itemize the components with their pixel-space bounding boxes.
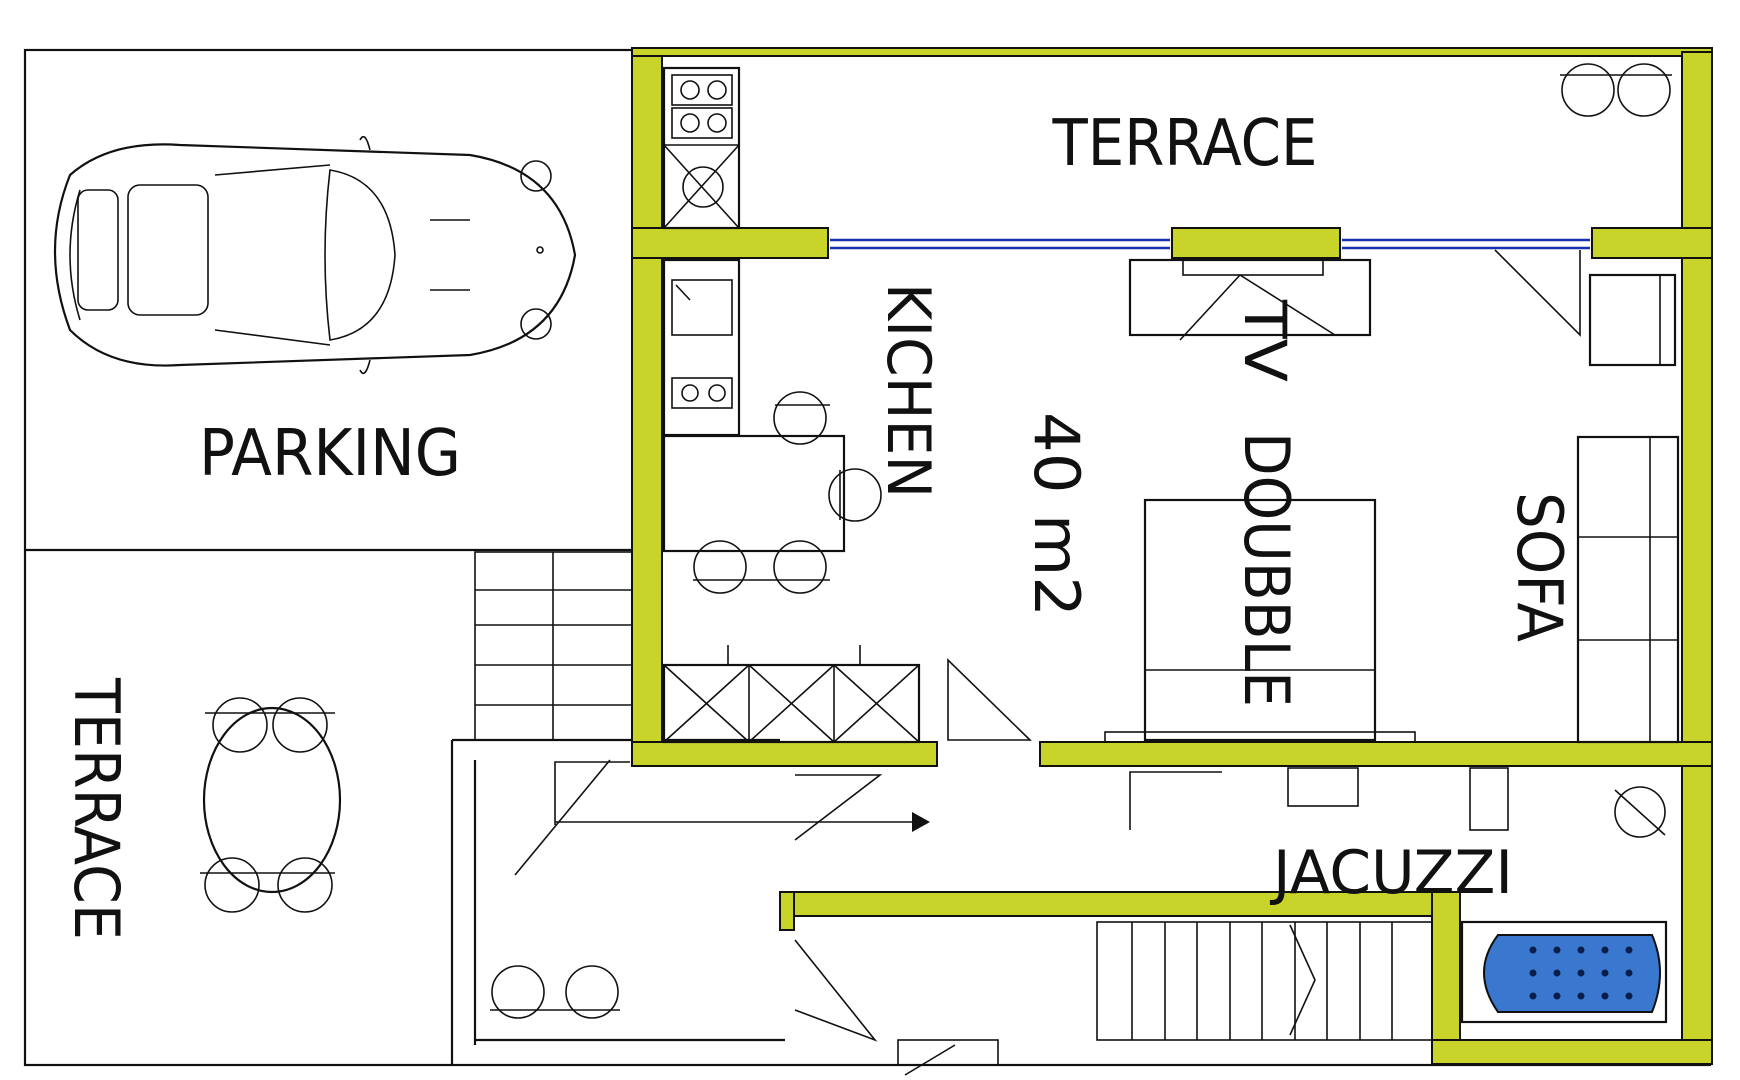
label-kitchen: KICHEN <box>873 283 943 498</box>
stove-icon <box>662 66 741 230</box>
sink-icon <box>662 258 741 437</box>
label-terrace-top: TERRACE <box>1052 107 1318 181</box>
label-tv: TV <box>1231 299 1299 382</box>
label-terrace-left: TERRACE <box>60 677 133 940</box>
kitchen-cabinets <box>662 645 921 744</box>
jacuzzi-icon <box>1460 920 1668 1024</box>
doors <box>514 249 1581 1042</box>
car-icon <box>53 135 577 375</box>
chairs-icon <box>200 697 342 913</box>
entry <box>897 1039 999 1076</box>
bathroom-fixtures <box>1287 767 1666 838</box>
label-jacuzzi: JACUZZI <box>1269 838 1513 908</box>
windows <box>830 238 1590 250</box>
dining-table-icon <box>662 391 882 594</box>
label-area: 40 m2 <box>1020 412 1093 617</box>
label-parking: PARKING <box>199 417 461 491</box>
sofa-icon <box>1576 273 1680 744</box>
label-double-bed: DOUBBLE <box>1230 432 1303 707</box>
stairs-icon <box>474 551 633 741</box>
hall-arrow <box>555 812 930 832</box>
terrace-chairs <box>1560 63 1672 117</box>
lower-chairs <box>490 965 620 1019</box>
interior-stairs <box>1096 921 1433 1041</box>
label-sofa: SOFA <box>1503 492 1576 642</box>
double-bed-icon <box>1104 498 1416 743</box>
tv-icon <box>1128 258 1372 341</box>
